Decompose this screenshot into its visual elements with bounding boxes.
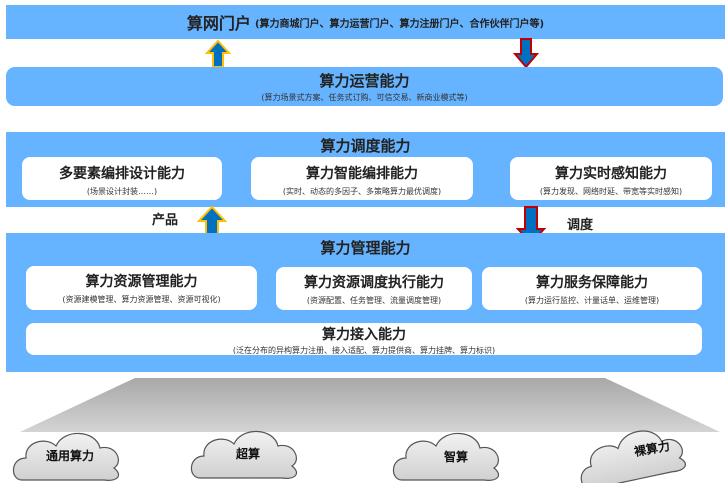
- access-title: 算力接入能力: [322, 327, 406, 343]
- cloud-label: 通用算力: [45, 449, 94, 463]
- up-arrow-icon: [205, 39, 231, 68]
- cloud-intelligent: 智算: [408, 448, 504, 466]
- management-title: 算力管理能力: [320, 239, 411, 257]
- item-subtitle: (算力运行监控、计量话单、运维管理): [524, 296, 660, 305]
- down-arrow-icon: [513, 38, 539, 69]
- infrastructure-platform: [12, 378, 720, 483]
- item-subtitle: (资源建模管理、算力资源管理、资源可视化): [62, 295, 221, 304]
- cloud-shape: [190, 430, 297, 479]
- management-item: 算力服务保障能力 (算力运行监控、计量话单、运维管理): [482, 267, 702, 310]
- scheduling-item: 算力智能编排能力 (实时、动态的多因子、多策略算力最优调度): [251, 157, 473, 200]
- cloud-label: 超算: [235, 447, 260, 461]
- item-title: 算力资源调度执行能力: [304, 275, 444, 291]
- item-title: 算力智能编排能力: [306, 166, 418, 182]
- cloud-general: 通用算力: [22, 447, 118, 465]
- item-subtitle: (资源配置、任务管理、流量调度管理): [306, 296, 442, 305]
- item-subtitle: (场景设计封装……): [86, 187, 158, 196]
- portal-bar: 算网门户 (算力商城门户、算力运营门户、算力注册门户、合作伙伴门户等): [6, 5, 725, 39]
- item-subtitle: (实时、动态的多因子、多策略算力最优调度): [282, 187, 442, 196]
- product-label: 产品: [152, 213, 179, 228]
- scheduling-item: 多要素编排设计能力 (场景设计封装……): [22, 157, 222, 200]
- cloud-shape: [12, 432, 119, 481]
- cloud-label: 智算: [443, 450, 468, 464]
- cloud-shape: [392, 432, 499, 481]
- scheduling-item: 算力实时感知能力 (算力发现、网络时延、带宽等实时感知): [510, 157, 712, 200]
- operations-title: 算力运营能力: [319, 72, 410, 90]
- scheduling-title: 算力调度能力: [320, 137, 411, 155]
- cloud-supercomputing: 超算: [200, 445, 296, 463]
- item-title: 算力实时感知能力: [555, 166, 667, 182]
- portal-title: 算网门户: [186, 14, 251, 33]
- item-title: 算力资源管理能力: [85, 274, 198, 290]
- management-item: 算力资源调度执行能力 (资源配置、任务管理、流量调度管理): [276, 267, 472, 310]
- access-box: 算力接入能力 (泛在分布的异构算力注册、接入适配、算力提供商、算力挂牌、算力标识): [26, 323, 702, 355]
- portal-subtitle: (算力商城门户、算力运营门户、算力注册门户、合作伙伴门户等): [254, 18, 545, 30]
- schedule-label: 调度: [567, 218, 594, 233]
- cloud-shape: [580, 430, 686, 483]
- item-subtitle: (算力发现、网络时延、带宽等实时感知): [539, 187, 683, 196]
- item-title: 多要素编排设计能力: [59, 166, 185, 182]
- operations-panel: 算力运营能力 (算力场景式方案、任务式订购、可信交易、新商业模式等): [6, 67, 723, 106]
- item-title: 算力服务保障能力: [536, 275, 648, 291]
- access-subtitle: (泛在分布的异构算力注册、接入适配、算力提供商、算力挂牌、算力标识): [232, 346, 496, 355]
- operations-subtitle: (算力场景式方案、任务式订购、可信交易、新商业模式等): [261, 93, 468, 102]
- management-item: 算力资源管理能力 (资源建模管理、算力资源管理、资源可视化): [26, 266, 257, 310]
